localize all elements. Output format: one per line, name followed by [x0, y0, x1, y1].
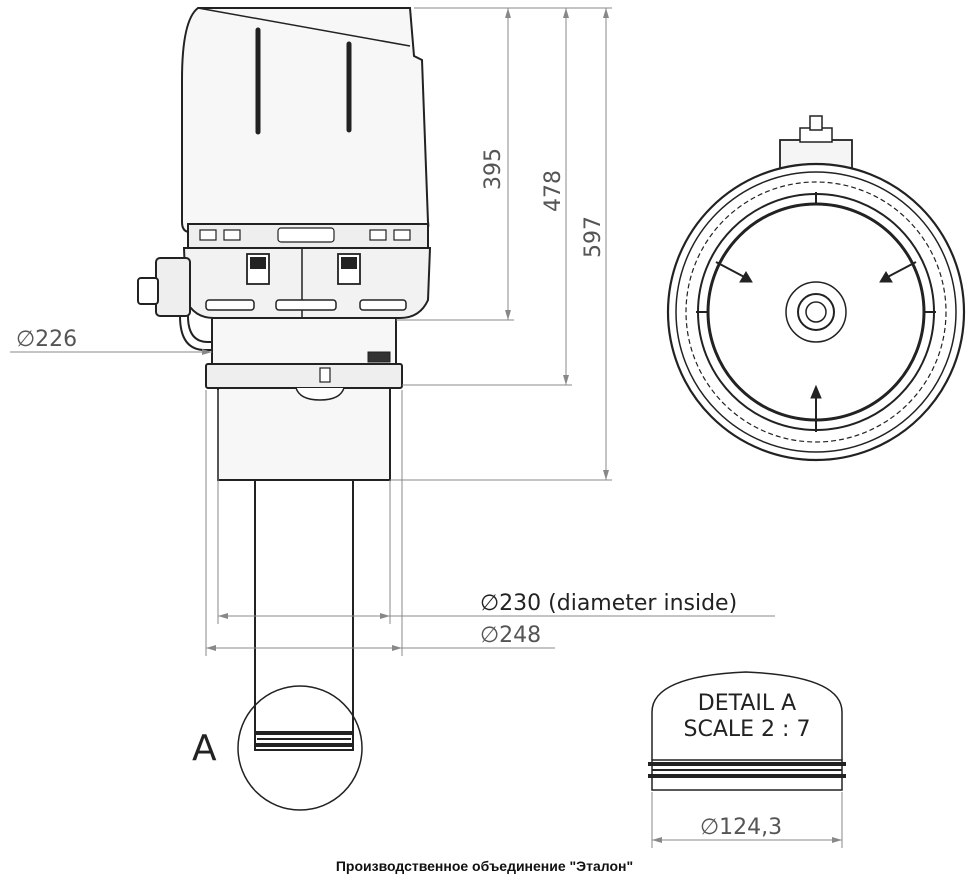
dim-230: ∅230 (diameter inside) — [480, 591, 737, 616]
detail-a-dome — [651, 671, 843, 760]
detail-a-scale: SCALE 2 : 7 — [684, 717, 811, 742]
dimension-lines — [10, 7, 843, 848]
detail-a-circle — [237, 685, 363, 811]
neck — [211, 317, 397, 365]
sleeve — [217, 387, 391, 481]
junction-box — [155, 257, 191, 317]
hood-top — [181, 7, 430, 233]
dim-395: 395 — [481, 148, 506, 190]
dim-478: 478 — [541, 170, 566, 212]
top-view — [666, 115, 966, 462]
duct — [254, 479, 354, 751]
detail-a-view — [648, 671, 846, 791]
dim-226: ∅226 — [16, 327, 77, 352]
dim-597: 597 — [581, 216, 606, 258]
detail-a-title: DETAIL A — [698, 691, 796, 716]
fan-hood-side-view — [137, 7, 432, 751]
flange — [205, 363, 403, 389]
detail-marker: A — [192, 728, 217, 769]
dimension-arrows — [202, 8, 842, 843]
dim-248: ∅248 — [480, 623, 541, 648]
footer-caption: Производственное объединение "Эталон" — [335, 858, 634, 874]
dim-124: ∅124,3 — [700, 815, 782, 840]
